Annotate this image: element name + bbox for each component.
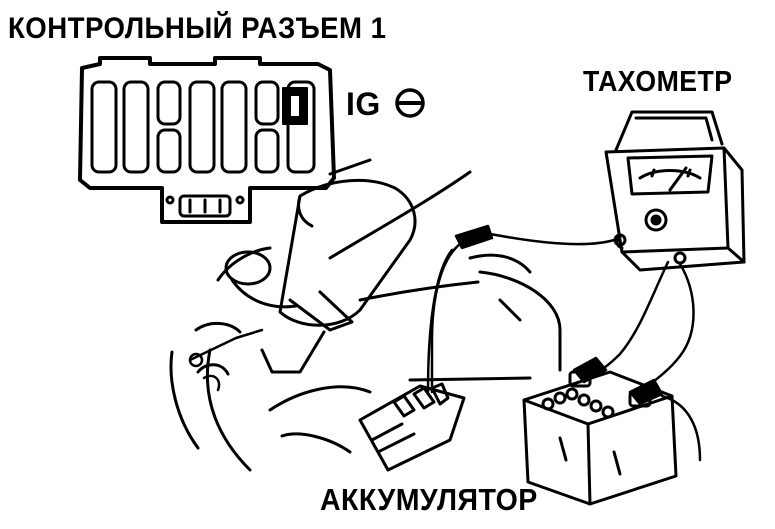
tachometer-leads [426,224,702,462]
minus-circle-icon [395,88,425,118]
tachometer-label: ТАХОМЕТР [583,66,733,98]
relay-block [268,382,466,472]
distributor [194,179,417,376]
battery-label: АККУМУЛЯТОР [320,482,538,517]
connector-title: КОНТРОЛЬНЫЙ РАЗЪЕМ 1 [8,12,387,45]
engine-bay [169,158,562,472]
service-connector-inset [78,56,336,224]
ig-terminal-label: IG [346,86,381,122]
tachometer-icon [604,110,746,272]
battery-icon [522,370,678,506]
jumper-wire [188,328,264,392]
